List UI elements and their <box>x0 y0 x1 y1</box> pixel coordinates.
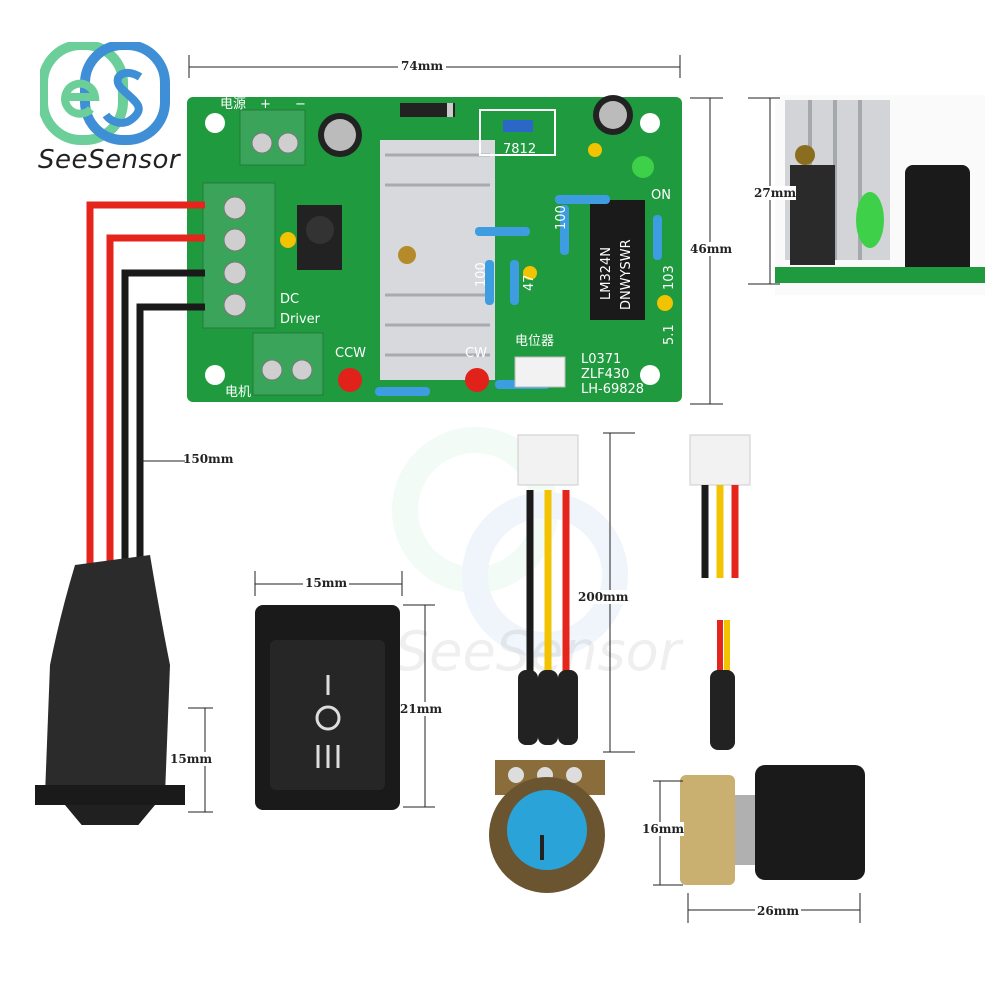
rocker-switch <box>255 605 400 810</box>
dim-pot-height: 16mm <box>642 822 685 836</box>
brand-name: SeeSensor <box>38 145 181 175</box>
label-r103: 103 <box>662 265 677 290</box>
label-code1: L0371 <box>581 352 621 367</box>
label-r5-1: 5.1 <box>662 324 677 345</box>
dim-pot-length: 26mm <box>755 904 802 918</box>
dim-rocker-height: 21mm <box>400 702 443 716</box>
dim-board-width: 74mm <box>398 59 447 73</box>
label-r100a: 100 <box>554 205 569 230</box>
label-ic: LM324N <box>599 247 614 300</box>
potentiometer-side <box>680 620 865 885</box>
label-code3: LH-69828 <box>581 382 644 397</box>
dim-side-height: 27mm <box>754 186 797 200</box>
dim-plug-height: 15mm <box>170 752 213 766</box>
label-regulator: 7812 <box>503 142 536 157</box>
label-ccw: CCW <box>335 346 366 361</box>
label-on: ON <box>651 188 671 203</box>
pot-connector-detail <box>689 434 751 578</box>
dim-cable-leader <box>140 460 185 462</box>
dim-cable-length: 150mm <box>183 452 234 466</box>
label-power: 电源 <box>220 97 246 112</box>
label-potentiometer: 电位器 <box>515 334 554 349</box>
label-r47: 47 <box>522 274 537 291</box>
label-motor: 电机 <box>225 385 251 400</box>
label-minus: − <box>295 97 306 112</box>
label-code2: ZLF430 <box>581 367 629 382</box>
dim-board-height: 46mm <box>690 242 733 256</box>
pwm-controller-board: 电源 + − 7812 ON LM324N DNWYSWR DC Driver … <box>187 95 682 402</box>
label-dc: DC <box>280 292 299 307</box>
motor-wires-with-switch <box>35 201 205 825</box>
board-side-view <box>775 95 985 295</box>
label-cw: CW <box>465 346 487 361</box>
label-plus: + <box>260 97 271 112</box>
brand-logo-icon <box>40 42 170 145</box>
label-driver: Driver <box>280 312 321 327</box>
dim-pot-cable: 200mm <box>578 590 629 604</box>
potentiometer-front <box>489 434 605 893</box>
dim-rocker-width: 15mm <box>303 576 350 590</box>
watermark-text: SeeSensor <box>395 620 681 683</box>
label-ic-brand: DNWYSWR <box>619 239 634 310</box>
label-r100b: 100 <box>474 262 489 287</box>
